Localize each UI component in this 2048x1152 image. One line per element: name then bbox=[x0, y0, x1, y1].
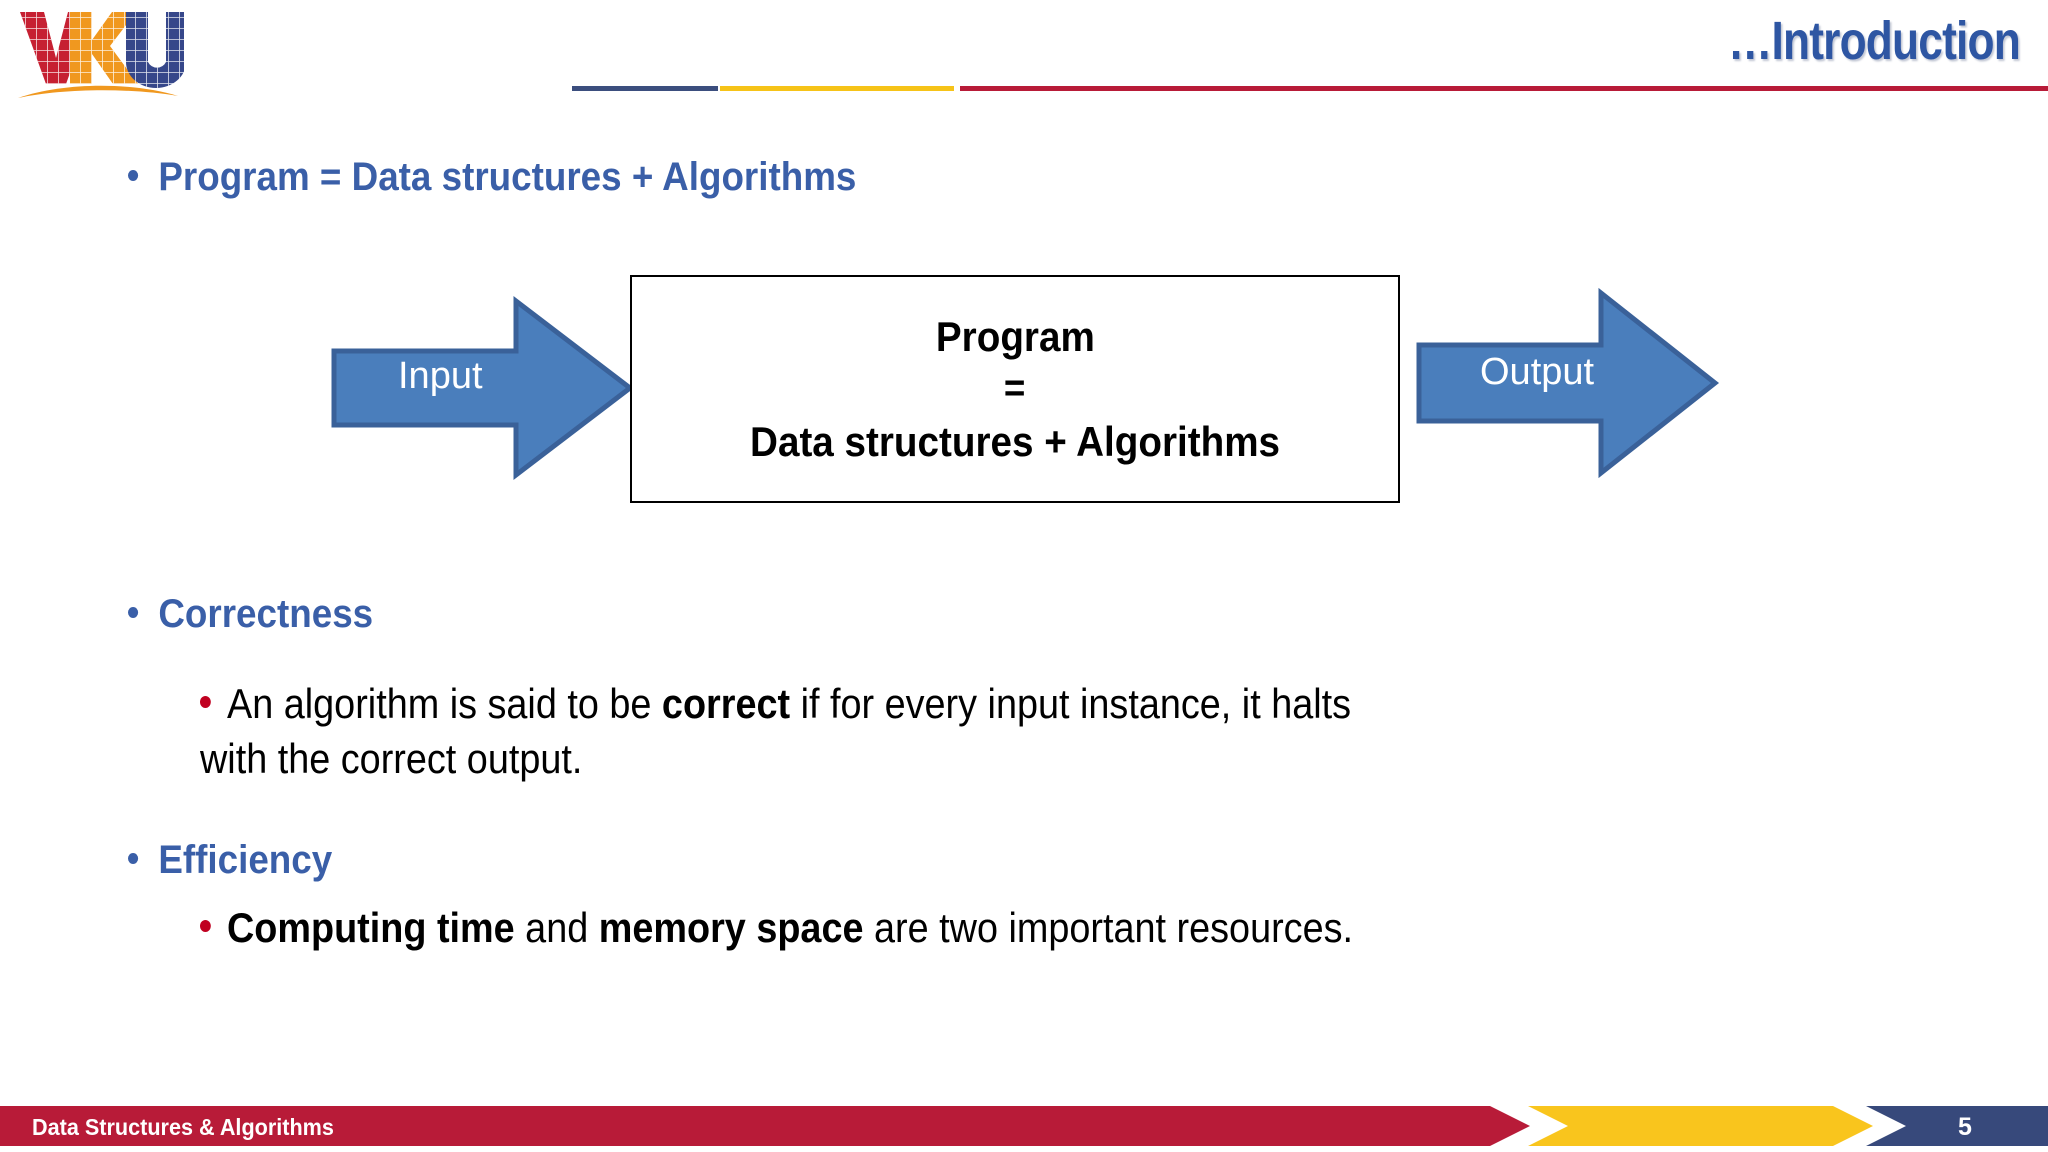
sub-bullet-mid: and bbox=[514, 904, 599, 951]
footer-gold-chevron bbox=[1528, 1106, 1873, 1146]
sub-bullet-correctness-detail: An algorithm is said to be correct if fo… bbox=[200, 676, 1424, 787]
bullet-correctness: Correctness bbox=[128, 592, 373, 637]
footer-crimson-chevron bbox=[0, 1106, 1530, 1146]
bullet-dot-icon bbox=[128, 169, 139, 181]
sub-bullet-emphasis-2: memory space bbox=[598, 904, 864, 951]
bullet-label: Correctness bbox=[158, 592, 374, 636]
program-flow-diagram: Input Program = Data structures + Algori… bbox=[0, 255, 2048, 515]
bullet-label: Program = Data structures + Algorithms bbox=[158, 155, 857, 199]
input-arrow-label: Input bbox=[398, 355, 483, 397]
bullet-program-definition: Program = Data structures + Algorithms bbox=[128, 155, 856, 200]
sub-bullet-dot-icon bbox=[200, 695, 211, 708]
output-arrow: Output bbox=[1415, 283, 1720, 483]
header-accent-blue bbox=[572, 86, 718, 91]
sub-bullet-emphasis-1: Computing time bbox=[227, 904, 515, 951]
input-arrow: Input bbox=[330, 293, 635, 483]
program-box-line-1: Program bbox=[935, 312, 1095, 360]
sub-bullet-suffix: are two important resources. bbox=[863, 904, 1354, 951]
header-accent-rule bbox=[0, 86, 2048, 91]
sub-bullet-suffix: if for every input instance, it halts wi… bbox=[200, 680, 1352, 783]
bullet-dot-icon bbox=[128, 606, 139, 618]
sub-bullet-prefix: An algorithm is said to be bbox=[227, 680, 662, 727]
program-box-line-3: Data structures + Algorithms bbox=[749, 417, 1281, 465]
output-arrow-label: Output bbox=[1480, 351, 1595, 393]
sub-bullet-emphasis: correct bbox=[661, 680, 791, 727]
footer-course-title: Data Structures & Algorithms bbox=[32, 1114, 334, 1140]
header-accent-gold bbox=[720, 86, 954, 91]
slide-footer: Data Structures & Algorithms 5 bbox=[0, 1090, 2048, 1152]
bullet-efficiency: Efficiency bbox=[128, 838, 332, 883]
bullet-dot-icon bbox=[128, 852, 139, 864]
bullet-label: Efficiency bbox=[158, 838, 333, 882]
program-box-line-2: = bbox=[1004, 366, 1026, 411]
program-box: Program = Data structures + Algorithms bbox=[630, 275, 1400, 503]
page-title: …Introduction bbox=[1728, 11, 2021, 71]
vku-logo bbox=[14, 6, 184, 102]
slide-page-number: 5 bbox=[1958, 1113, 1972, 1141]
header-accent-crimson bbox=[960, 86, 2048, 91]
sub-bullet-efficiency-detail: Computing time and memory space are two … bbox=[200, 900, 1550, 955]
sub-bullet-dot-icon bbox=[200, 919, 211, 932]
